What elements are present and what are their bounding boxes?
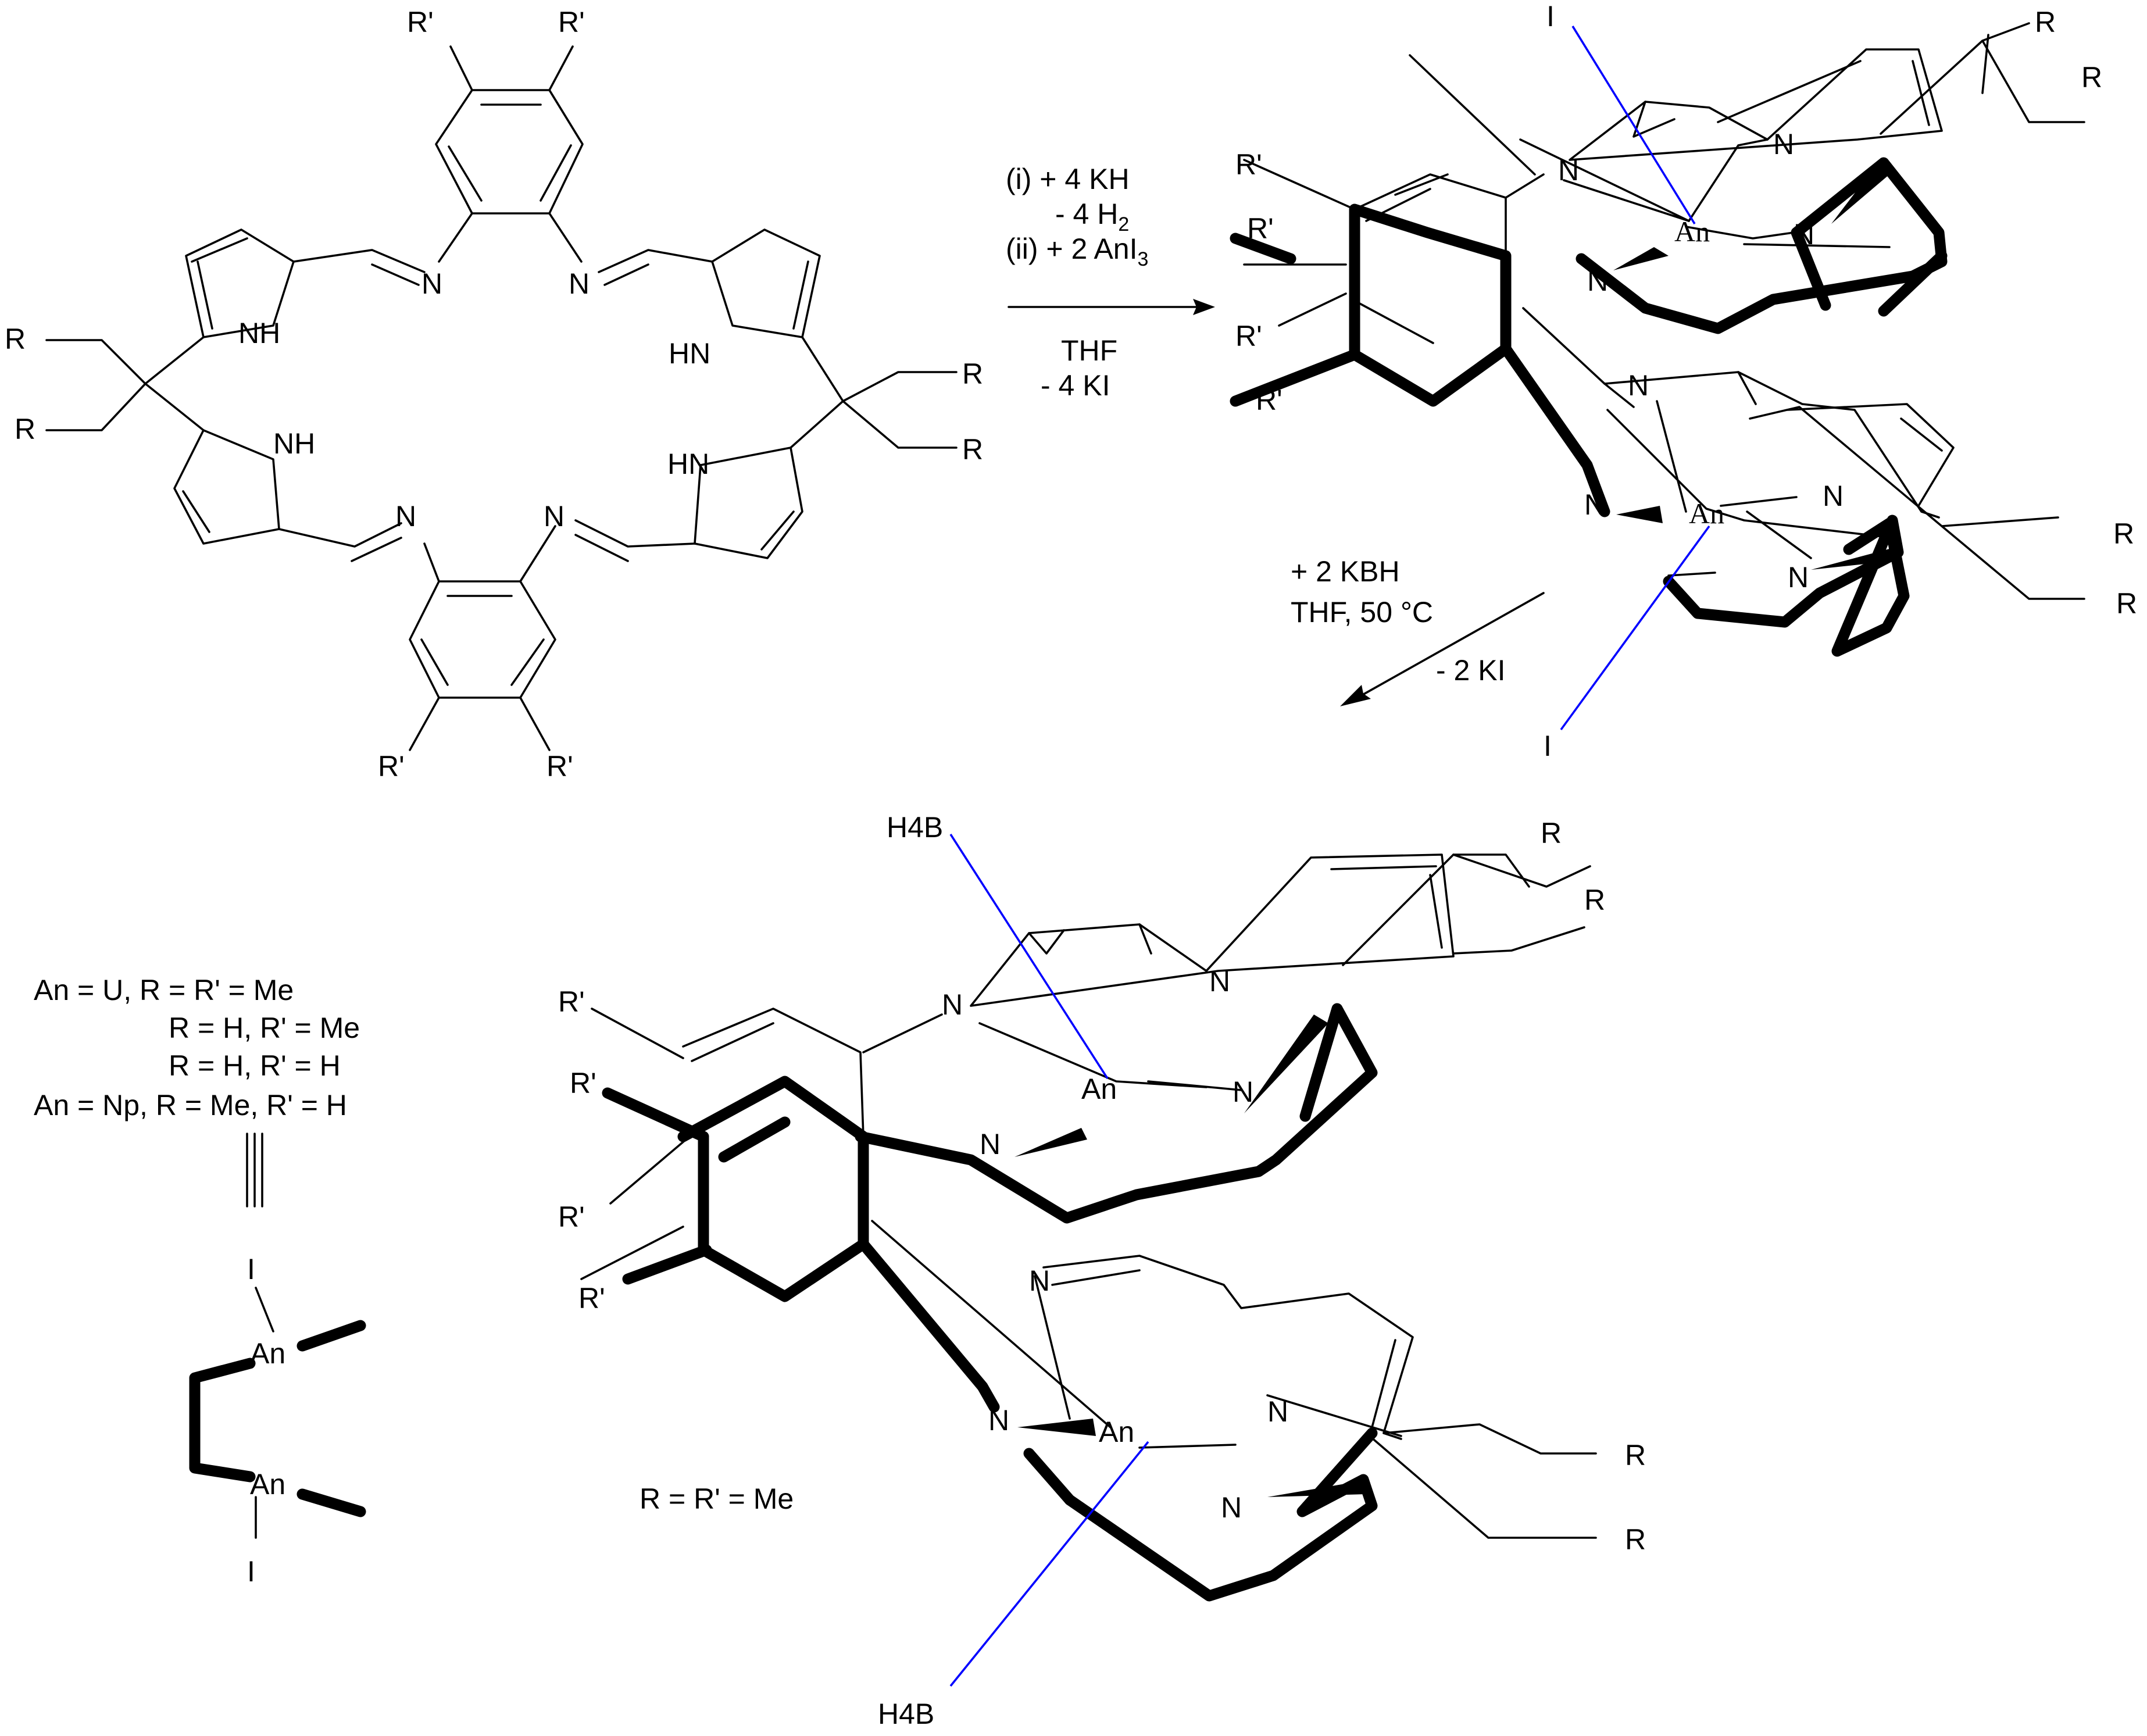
wedge-bond-8: [1267, 1480, 1369, 1497]
iodide-bond-1: [1571, 26, 1696, 224]
ligand-imine-n-1: N: [421, 267, 442, 300]
diiodide-r-prime-1: R': [1235, 148, 1262, 181]
borohydride-n-8: N: [1221, 1491, 1242, 1524]
ligand-pyrrole-nh-2: NH: [273, 427, 315, 460]
wedge-bond-2: [1831, 163, 1889, 224]
borohydride-n-2: N: [942, 988, 963, 1021]
borohydride-r-prime-4: R': [578, 1282, 605, 1314]
borohydride-r-prime-2: R': [570, 1067, 596, 1099]
diiodide-r-prime-2: R': [1247, 212, 1274, 245]
diiodide-n-6: N: [1823, 480, 1844, 512]
diiodide-r-2: R: [2081, 61, 2102, 94]
borohydride-r-prime-3: R': [558, 1201, 585, 1233]
legend-line3: R = H, R' = H: [169, 1049, 341, 1082]
diiodide-n-8: N: [1788, 561, 1809, 594]
footnote-r-values: R = R' = Me: [640, 1483, 794, 1515]
step2-arrowhead: [1340, 685, 1371, 706]
step2-line2: THF, 50 °C: [1291, 596, 1433, 628]
ligand-imine-n-4: N: [544, 500, 565, 533]
diiodide-n-7: N: [1584, 488, 1605, 521]
ligand-labels: R' R' N N NH HN R R R R NH HN N N R' R': [5, 6, 983, 783]
ligand-r-prime-4: R': [546, 750, 573, 783]
borohydride-n-3: N: [1233, 1076, 1253, 1108]
ligand-imine-n-3: N: [395, 500, 416, 533]
step1-arrowhead: [1193, 299, 1215, 315]
borohydride-h4b-bottom: H4B: [878, 1698, 934, 1730]
polymer-metal-2: An: [250, 1468, 285, 1501]
borohydride-r-prime-1: R': [558, 985, 585, 1018]
diiodide-n-2: N: [1773, 128, 1794, 160]
diiodide-r-prime-3: R': [1235, 320, 1262, 352]
polymer-iodide-top: I: [247, 1253, 255, 1285]
wedge-bond-4: [1811, 546, 1898, 570]
ligand-r-prime-2: R': [558, 6, 585, 38]
legend-line4: An = Np, R = Me, R' = H: [34, 1089, 347, 1121]
diiodide-metal-2: An: [1689, 497, 1724, 530]
borohydride-metal-2: An: [1099, 1416, 1134, 1448]
macrocycle-ligand: [45, 45, 958, 751]
diiodide-iodide-1: I: [1546, 0, 1555, 33]
step2-conditions: + 2 KBH THF, 50 °C - 2 KI: [1291, 555, 1545, 706]
polymer-iodide-bottom: I: [247, 1555, 255, 1588]
diiodide-n-5: N: [1628, 369, 1649, 402]
wedge-bond-1: [1613, 247, 1669, 270]
ligand-r-prime-1: R': [407, 6, 434, 38]
diiodide-r-prime-4: R': [1256, 384, 1283, 416]
ligand-r-prime-3: R': [378, 750, 405, 783]
polymer-schematic: I An An I: [189, 1133, 366, 1588]
wedge-bond-5: [1014, 1128, 1087, 1157]
ligand-imine-n-2: N: [569, 267, 590, 300]
step1-byproduct: - 4 KI: [1041, 369, 1110, 402]
borohydride-metal-1: An: [1081, 1073, 1117, 1105]
ligand-pyrrole-hn-1: HN: [669, 337, 710, 370]
borohydride-bond-2: [949, 1441, 1149, 1687]
borohydride-n-7: N: [988, 1404, 1009, 1437]
borohydride-bond-1: [949, 834, 1109, 1079]
step1-conditions: (i) + 4 KH - 4 H2 (ii) + 2 AnI3 THF - 4 …: [1006, 163, 1215, 402]
step1-solvent: THF: [1061, 334, 1117, 367]
wedge-bond-3: [1616, 506, 1663, 523]
borohydride-n-1: N: [1209, 965, 1230, 998]
ligand-pyrrole-nh-1: NH: [238, 317, 280, 349]
borohydride-n-5: N: [1029, 1265, 1050, 1297]
diiodide-complex: [1230, 22, 2085, 731]
borohydride-n-4: N: [980, 1128, 1001, 1160]
borohydride-n-6: N: [1267, 1395, 1288, 1428]
diiodide-metal-1: An: [1674, 215, 1710, 248]
step1-line3: (ii) + 2 AnI3: [1006, 233, 1148, 270]
borohydride-r-3: R: [1625, 1439, 1646, 1471]
ligand-pyrrole-hn-2: HN: [667, 448, 709, 480]
ligand-r-2: R: [15, 413, 35, 445]
step1-line1: (i) + 4 KH: [1006, 163, 1130, 195]
borohydride-h4b-top: H4B: [887, 811, 943, 844]
ligand-r-3: R: [962, 358, 983, 390]
ligand-r-4: R: [962, 433, 983, 466]
diiodide-n-1: N: [1558, 154, 1579, 187]
polymer-metal-1: An: [250, 1337, 285, 1370]
step2-line1: + 2 KBH: [1291, 555, 1400, 588]
diiodide-iodide-2: I: [1544, 730, 1552, 762]
iodide-bond-2: [1560, 525, 1710, 731]
legend: An = U, R = R' = Me R = H, R' = Me R = H…: [34, 974, 360, 1121]
diiodide-labels: I R R R' N N R' An N N R' N R' N N An R …: [1235, 0, 2137, 762]
legend-line1: An = U, R = R' = Me: [34, 974, 294, 1006]
borohydride-r-2: R: [1584, 884, 1605, 916]
wedge-bond-6: [1244, 1015, 1328, 1113]
diiodide-r-4: R: [2116, 587, 2137, 620]
legend-line2: R = H, R' = Me: [169, 1012, 360, 1044]
step2-byproduct: - 2 KI: [1436, 654, 1505, 687]
borohydride-complex: [580, 834, 1597, 1687]
ligand-r-1: R: [5, 323, 26, 355]
diiodide-r-1: R: [2035, 6, 2056, 38]
borohydride-r-1: R: [1541, 817, 1562, 849]
diiodide-n-4: N: [1587, 265, 1608, 297]
diiodide-r-3: R: [2113, 517, 2134, 550]
borohydride-labels: H4B R R N R' N R' An N N R' N R' N N An …: [558, 811, 1646, 1730]
diiodide-n-3: N: [1794, 218, 1814, 251]
wedge-bond-7: [1017, 1419, 1096, 1436]
borohydride-r-4: R: [1625, 1523, 1646, 1556]
step1-line2: - 4 H2: [1055, 198, 1129, 235]
step2-arrow: [1356, 592, 1545, 699]
